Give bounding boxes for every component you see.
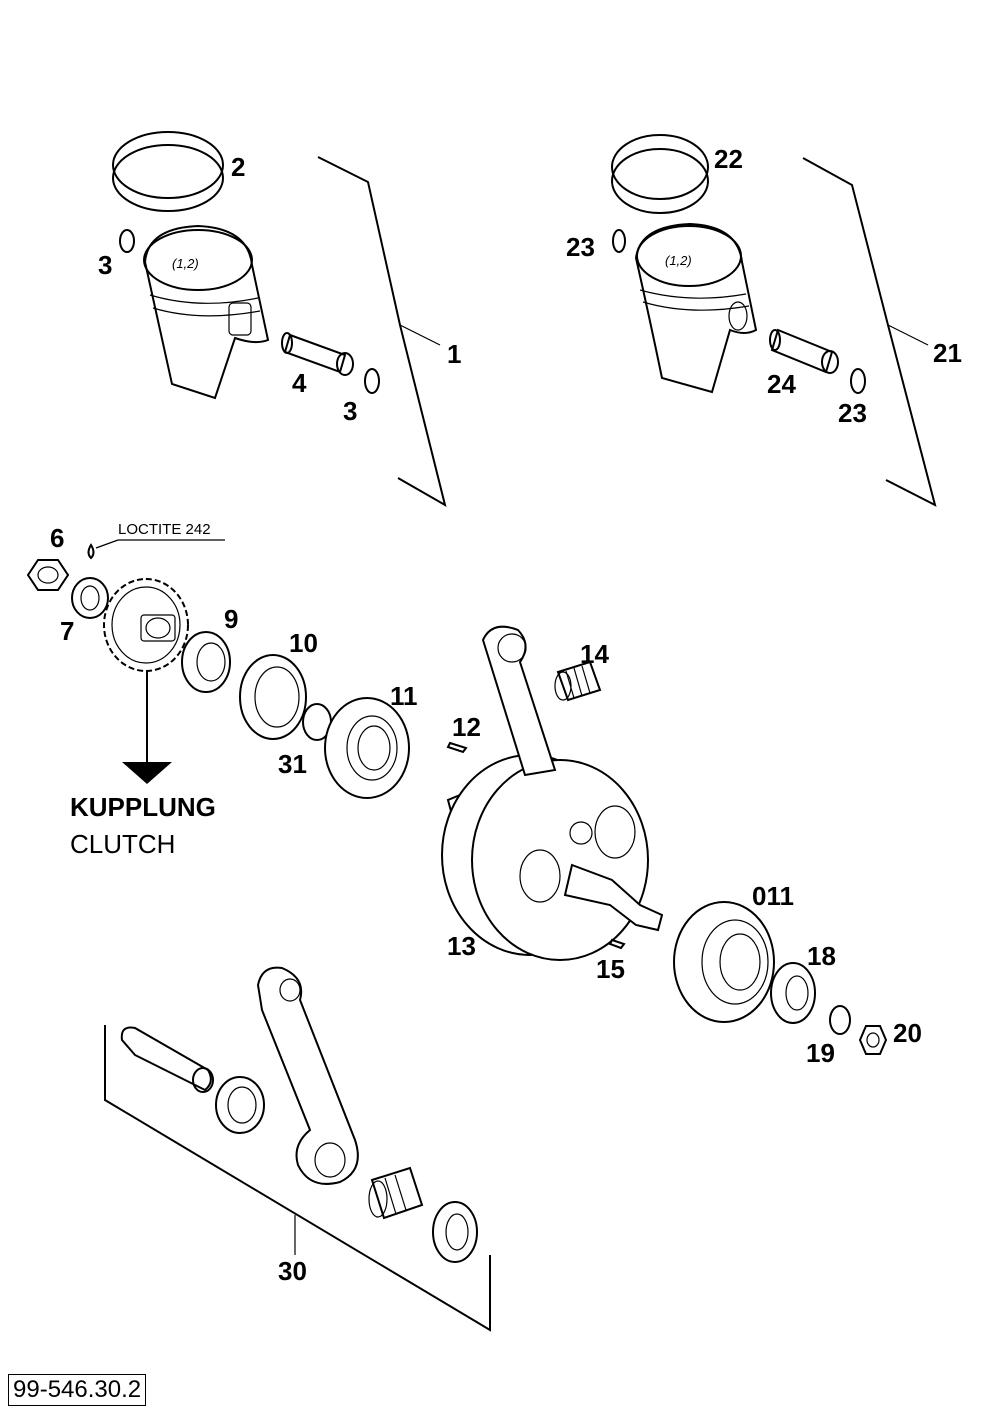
callout-011: 011 xyxy=(752,881,794,911)
callout-20: 20 xyxy=(893,1018,922,1048)
callout-21: 21 xyxy=(933,338,962,368)
callout-14: 14 xyxy=(580,639,609,669)
piston-marking: (1,2) xyxy=(172,256,199,271)
thrust-washer-left xyxy=(215,1076,265,1134)
bearing-011 xyxy=(673,901,775,1023)
callout-3-upper: 3 xyxy=(98,250,112,280)
washer-19 xyxy=(829,1005,851,1035)
callout-10: 10 xyxy=(289,628,318,658)
shaft-seal-10 xyxy=(239,654,307,740)
needle-bearing-14 xyxy=(554,660,602,702)
lock-washer-7 xyxy=(71,577,109,619)
callout-18: 18 xyxy=(807,941,836,971)
callout-3-lower: 3 xyxy=(343,396,357,426)
callout-19: 19 xyxy=(806,1038,835,1068)
callout-7: 7 xyxy=(60,616,74,646)
bracket-21 xyxy=(802,157,937,507)
connecting-rod xyxy=(256,966,359,1185)
woodruff-key-15 xyxy=(608,938,626,950)
piston-ring-22 xyxy=(611,134,709,214)
callout-31: 31 xyxy=(278,749,307,779)
callout-9: 9 xyxy=(224,604,238,634)
piston-pin-4 xyxy=(281,332,354,376)
callout-30: 30 xyxy=(278,1256,307,1286)
piston-right: (1,2) xyxy=(634,222,758,394)
clutch-label-english: CLUTCH xyxy=(70,829,176,859)
piston-left: (1,2) xyxy=(143,224,270,400)
callout-6: 6 xyxy=(50,523,64,553)
nut-6 xyxy=(26,559,70,591)
spacer-18 xyxy=(770,962,816,1024)
callout-11: 11 xyxy=(390,681,418,711)
thrust-washer-right xyxy=(432,1201,478,1263)
circlip-3-upper xyxy=(119,229,135,253)
bracket-30 xyxy=(104,1025,491,1332)
document-number: 99-546.30.2 xyxy=(8,1374,147,1406)
piston-marking: (1,2) xyxy=(665,253,692,268)
callout-23-upper: 23 xyxy=(566,232,595,262)
clutch-label-german: KUPPLUNG xyxy=(70,792,216,822)
crank-pin xyxy=(120,1026,214,1093)
circlip-23-upper xyxy=(612,229,626,253)
callout-4: 4 xyxy=(292,368,307,398)
clutch-arrow xyxy=(122,670,172,784)
callout-1: 1 xyxy=(447,339,461,369)
needle-bearing-rod xyxy=(368,1166,424,1220)
piston-pin-24 xyxy=(769,328,839,374)
callout-22: 22 xyxy=(714,144,743,174)
callout-13: 13 xyxy=(447,931,476,961)
loctite-drop xyxy=(87,539,225,560)
bearing-11 xyxy=(324,697,410,799)
piston-ring-2 xyxy=(112,131,224,212)
callout-15: 15 xyxy=(596,954,625,984)
circlip-23-lower xyxy=(850,368,866,394)
callout-24: 24 xyxy=(767,369,796,399)
crankshaft-13 xyxy=(441,625,664,961)
woodruff-key-12 xyxy=(446,741,468,754)
circlip-3-lower xyxy=(364,368,380,394)
callout-2: 2 xyxy=(231,152,245,182)
bracket-1 xyxy=(317,156,447,508)
nut-20 xyxy=(858,1025,888,1055)
callout-23-lower: 23 xyxy=(838,398,867,428)
callout-12: 12 xyxy=(452,712,481,742)
loctite-note: LOCTITE 242 xyxy=(118,521,211,538)
clutch-gear xyxy=(103,578,189,672)
bearing-9 xyxy=(181,631,231,693)
